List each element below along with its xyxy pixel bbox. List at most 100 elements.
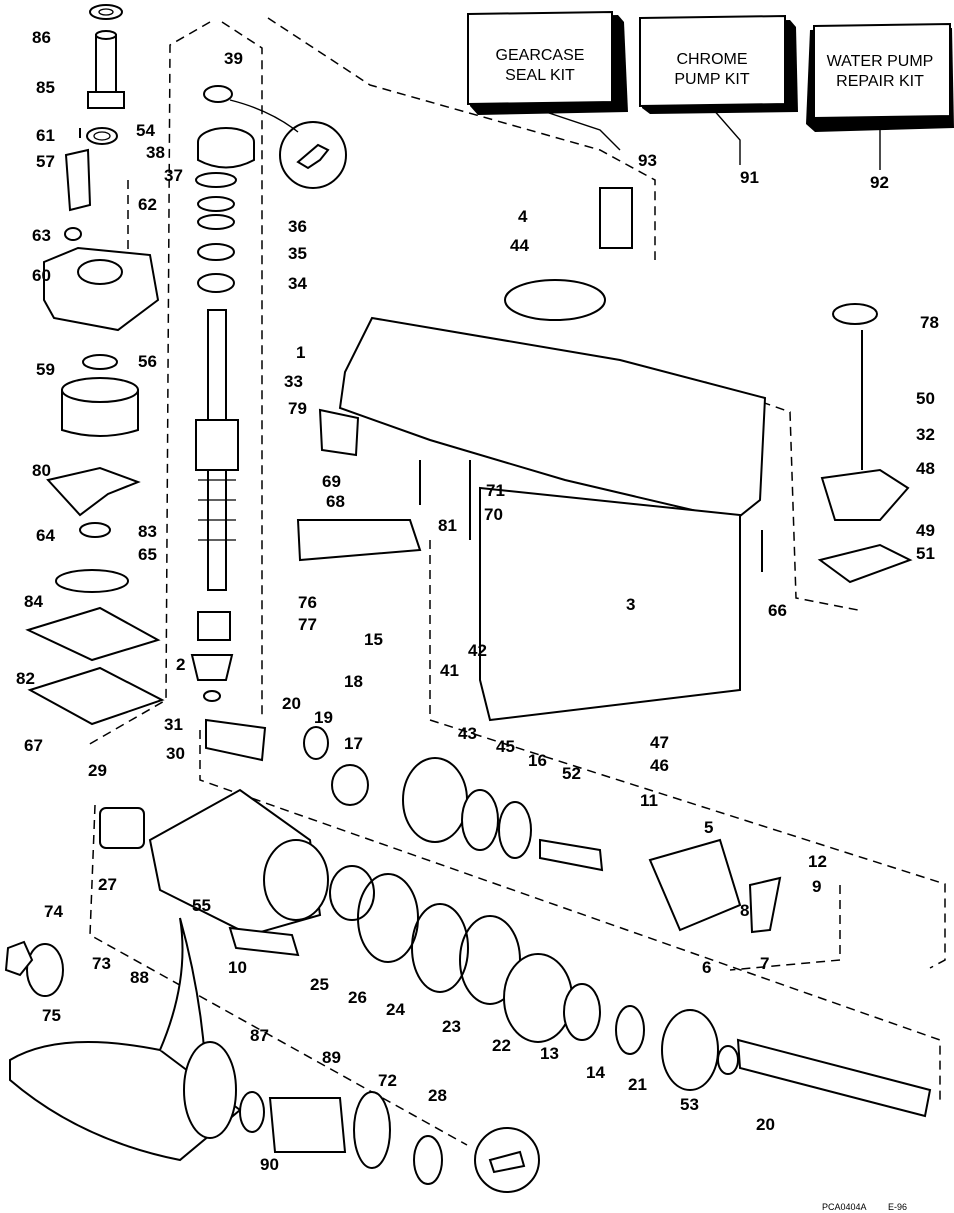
callout-number: 59 [36, 360, 55, 379]
callout-number: 16 [528, 751, 547, 770]
callout-number: 75 [42, 1006, 61, 1025]
kit-box-chrome-pump: CHROME PUMP KIT [639, 14, 798, 114]
driveshaft-parts [190, 85, 267, 762]
callout-number: 91 [740, 168, 759, 187]
callout-number: 28 [428, 1086, 447, 1105]
callout-number: 34 [288, 274, 307, 293]
callout-number: 57 [36, 152, 55, 171]
lubricant-tube-icon [279, 121, 347, 189]
callout-number: 72 [378, 1071, 397, 1090]
callout-number: 90 [260, 1155, 279, 1174]
figure-date: E-96 [888, 1202, 907, 1212]
callout-number: 70 [484, 505, 503, 524]
callout-number: 86 [32, 28, 51, 47]
callout-number: 11 [640, 791, 658, 810]
callout-number: 22 [492, 1036, 511, 1055]
callout-number: 23 [442, 1017, 461, 1036]
callout-number: 54 [136, 121, 155, 140]
callout-number: 76 [298, 593, 317, 612]
callout-number: 47 [650, 733, 669, 752]
callout-number: 83 [138, 522, 157, 541]
kit-label-line: WATER PUMP [827, 53, 934, 70]
callout-number: 88 [130, 968, 149, 987]
callout-number: 49 [916, 521, 935, 540]
callout-number: 36 [288, 217, 307, 236]
callout-number: 2 [176, 655, 185, 674]
kit-label-line: SEAL KIT [505, 67, 575, 84]
callout-number: 13 [540, 1044, 559, 1063]
callout-number: 24 [386, 1000, 405, 1019]
callout-number: 4 [518, 207, 528, 226]
callout-number: 6 [702, 958, 711, 977]
sealer-tube-icon [474, 1127, 540, 1193]
callout-number: 31 [164, 715, 183, 734]
callout-number: 89 [322, 1048, 341, 1067]
callout-number: 26 [348, 988, 367, 1007]
callout-number: 55 [192, 896, 211, 915]
callout-number: 33 [284, 372, 303, 391]
callout-number: 27 [98, 875, 117, 894]
water-pump-parts [25, 4, 165, 726]
callout-number: 32 [916, 425, 935, 444]
callout-number: 81 [438, 516, 457, 535]
callout-number: 50 [916, 389, 935, 408]
callout-number: 29 [88, 761, 107, 780]
callout-number: 61 [36, 126, 55, 145]
callout-number: 12 [808, 852, 827, 871]
callout-number: 68 [326, 492, 345, 511]
callout-number: 20 [282, 694, 301, 713]
callout-number: 8 [740, 901, 749, 920]
callout-number: 82 [16, 669, 35, 688]
callout-number: 52 [562, 764, 581, 783]
kit-label-line: PUMP KIT [674, 71, 750, 88]
callout-number: 9 [812, 877, 821, 896]
callout-number: 73 [92, 954, 111, 973]
callout-number: 79 [288, 399, 307, 418]
callout-number: 69 [322, 472, 341, 491]
callout-number: 15 [364, 630, 383, 649]
callout-number: 20 [756, 1115, 775, 1134]
callout-number: 84 [24, 592, 43, 611]
callout-number: 5 [704, 818, 713, 837]
callout-number: 1 [296, 343, 305, 362]
callout-number: 56 [138, 352, 157, 371]
figure-code: PCA0404A [822, 1202, 867, 1212]
callout-number: 35 [288, 244, 307, 263]
kit-box-gearcase-seal: GEARCASE SEAL KIT [467, 10, 628, 115]
gearcase-housing [296, 187, 913, 722]
callout-number: 42 [468, 641, 487, 660]
gear-train-parts [99, 726, 932, 1118]
callout-number: 60 [32, 266, 51, 285]
callout-number: 92 [870, 173, 889, 192]
callout-number: 10 [228, 958, 247, 977]
callout-number: 62 [138, 195, 157, 214]
callout-number: 63 [32, 226, 51, 245]
callout-number: 39 [224, 49, 243, 68]
callout-number: 19 [314, 708, 333, 727]
callout-number: 14 [586, 1063, 605, 1082]
callout-number: 38 [146, 143, 165, 162]
callout-number: 41 [440, 661, 459, 680]
callout-number: 30 [166, 744, 185, 763]
callout-number: 77 [298, 615, 317, 634]
callout-number: 78 [920, 313, 939, 332]
callout-number: 17 [344, 734, 363, 753]
callout-number: 21 [628, 1075, 647, 1094]
callout-number: 64 [36, 526, 55, 545]
callout-number: 7 [760, 954, 769, 973]
callout-number: 18 [344, 672, 363, 691]
callout-number: 93 [638, 151, 657, 170]
callout-number: 85 [36, 78, 55, 97]
propeller-parts [4, 917, 443, 1185]
callout-number: 48 [916, 459, 935, 478]
callout-number: 45 [496, 737, 515, 756]
callout-number: 87 [250, 1026, 269, 1045]
callout-number: 65 [138, 545, 157, 564]
kit-box-water-pump-repair: WATER PUMP REPAIR KIT [806, 22, 954, 132]
callout-number: 3 [626, 595, 635, 614]
callout-number: 37 [164, 166, 183, 185]
callout-number: 53 [680, 1095, 699, 1114]
kit-label-line: REPAIR KIT [836, 73, 924, 90]
callout-number: 46 [650, 756, 669, 775]
